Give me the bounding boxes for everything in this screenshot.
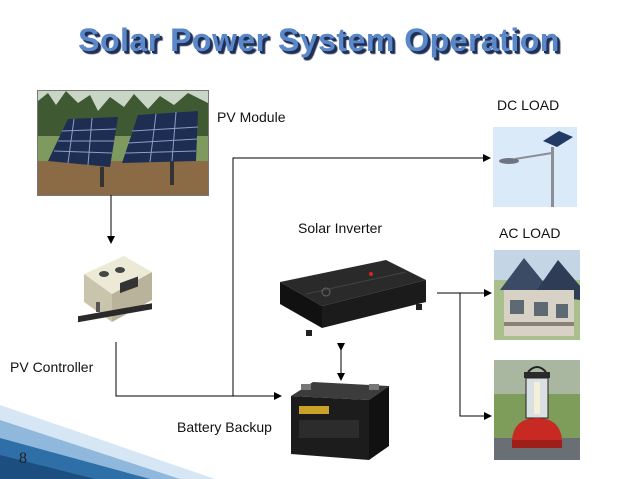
controller-to-battery-arrow <box>115 342 282 400</box>
battery-backup-label: Battery Backup <box>177 419 272 435</box>
ac-load-label: AC LOAD <box>499 225 561 241</box>
inverter-to-lantern-arrow <box>459 293 492 420</box>
ac-load-house-image <box>494 250 580 340</box>
dc-load-label: DC LOAD <box>497 97 560 113</box>
ac-load-lantern-image <box>494 360 580 460</box>
solar-inverter-label: Solar Inverter <box>298 220 383 236</box>
pv-controller-label: PV Controller <box>10 359 94 375</box>
battery-backup-image <box>283 376 395 464</box>
solar-inverter-image <box>266 244 436 344</box>
pv-module-image <box>37 90 209 196</box>
slide-number: 8 <box>19 450 27 467</box>
bus-to-dc-load-arrow <box>232 154 491 396</box>
slide-title: Solar Power System Operation <box>78 22 560 58</box>
pv-controller-image <box>68 244 156 340</box>
pv-module-label: PV Module <box>217 109 286 125</box>
dc-load-streetlight-image <box>493 127 577 207</box>
